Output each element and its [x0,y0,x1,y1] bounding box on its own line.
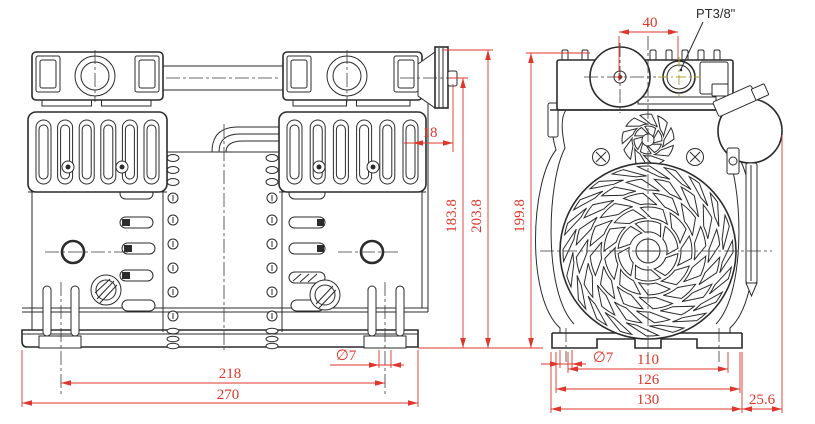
dim-side-height-label: 199.8 [512,199,528,233]
dim-port-spacing-label: 40 [643,15,658,31]
dim-side-overhang-label: 25.6 [749,392,776,408]
dim-total-height-label: 203.8 [469,199,485,233]
dim-head-offset-label: 18 [423,125,438,141]
dim-foot-span-label: 218 [219,366,242,382]
port-thread-label: PT3/8" [696,6,736,21]
dim-overall-width-label: 270 [217,387,240,403]
dim-base-inner-label: 110 [637,352,659,368]
dim-body-height-label: 183.8 [444,199,460,233]
dim-base-mid-label: 126 [637,372,660,388]
drawing-geometry [21,21,783,413]
dim-foot-hole-side-label: ∅7 [593,350,614,366]
dim-base-outer-label: 130 [637,392,660,408]
dim-foot-hole-front-label: ∅7 [336,348,357,364]
dimension-annotations: 40 PT3/8" 18 183.8 203.8 199.8 ∅7 218 27… [217,6,776,408]
